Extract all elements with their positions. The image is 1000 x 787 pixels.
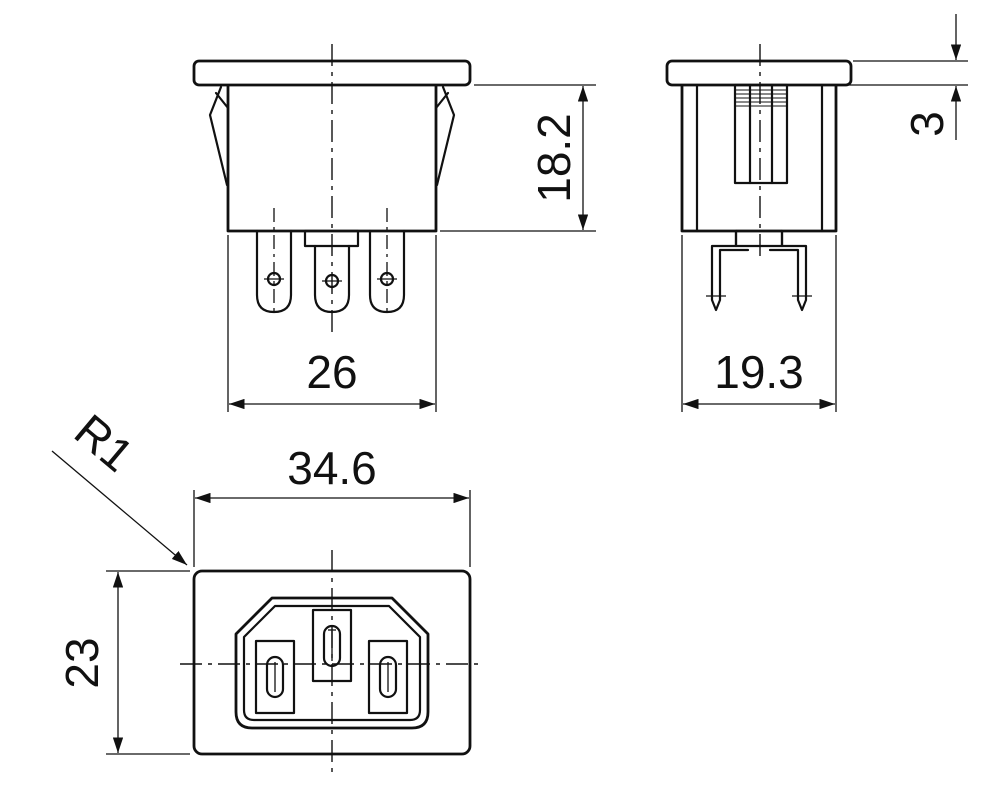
front-view: 18.2 26: [192, 44, 596, 412]
dim-label-front-height: 18.2: [528, 113, 580, 203]
front-left-latch-edge: [214, 91, 230, 110]
front-left-latch: [208, 85, 229, 187]
dim-label-face-width: 34.6: [287, 442, 377, 494]
contact-left: [254, 639, 296, 715]
front-right-latch: [435, 85, 456, 187]
dim-label-corner-radius: R1: [65, 404, 143, 482]
side-view: 3 19.3: [665, 14, 968, 412]
side-pin-right: [768, 229, 812, 312]
side-latch-spring: [733, 83, 789, 185]
dim-label-side-depth: 19.3: [714, 346, 804, 398]
side-body: [680, 85, 838, 233]
side-flange: [665, 59, 853, 87]
socket-contour: [234, 596, 430, 730]
front-terminal-right: [368, 208, 406, 314]
socket-contour-inner: [242, 604, 422, 722]
dim-label-front-width: 26: [306, 346, 357, 398]
dim-label-flange-thickness: 3: [901, 111, 953, 137]
front-right-latch-edge: [434, 91, 450, 110]
dim-label-face-height: 23: [56, 637, 108, 688]
front-terminal-left: [255, 208, 293, 314]
contact-right: [367, 639, 409, 715]
face-view: 34.6 23 R1: [51, 404, 484, 772]
side-pin-block: [734, 229, 784, 248]
side-pin-left: [706, 229, 750, 312]
radius-leader: [51, 450, 188, 566]
